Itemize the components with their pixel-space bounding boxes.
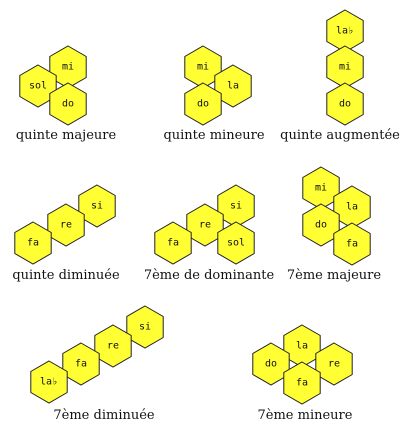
note-label: do bbox=[339, 99, 351, 110]
diagram-caption: 7ème mineure bbox=[258, 408, 353, 423]
note-label: re bbox=[60, 220, 72, 231]
hex-cell bbox=[78, 184, 116, 228]
diagram-quinte-augmentee: la♭ mi do quinte augmentée bbox=[280, 9, 400, 143]
diagram-caption: quinte majeure bbox=[16, 128, 117, 143]
hex-cell bbox=[19, 64, 57, 108]
note-label: si bbox=[91, 201, 103, 212]
diagram-7eme-majeure: mi la do fa 7ème majeure bbox=[287, 166, 382, 283]
note-label: re bbox=[199, 220, 211, 231]
note-label: fa bbox=[296, 378, 308, 389]
hex-cell bbox=[252, 342, 290, 386]
hex-cell bbox=[30, 360, 68, 404]
diagram-caption: 7ème de dominante bbox=[144, 268, 275, 283]
note-label: sol bbox=[227, 238, 245, 249]
diagram-7eme-de-dominante: si re fa sol 7ème de dominante bbox=[144, 184, 275, 283]
note-label: mi bbox=[315, 183, 327, 194]
diagram-caption: quinte mineure bbox=[163, 128, 264, 143]
note-label: sol bbox=[29, 81, 47, 92]
note-label: mi bbox=[197, 62, 209, 73]
hex-cell bbox=[184, 82, 222, 126]
hex-cell bbox=[154, 221, 192, 265]
note-label: la bbox=[346, 202, 358, 213]
diagram-caption: 7ème diminuée bbox=[53, 408, 155, 423]
note-label: la♭ bbox=[336, 26, 354, 37]
hex-cell bbox=[302, 203, 340, 247]
note-label: si bbox=[230, 201, 242, 212]
note-label: do bbox=[265, 359, 277, 370]
diagram-quinte-mineure: mi la do quinte mineure bbox=[163, 45, 265, 143]
diagram-caption: quinte diminuée bbox=[12, 268, 120, 283]
hex-cell bbox=[47, 203, 85, 247]
note-label: fa bbox=[27, 238, 39, 249]
hex-cell bbox=[14, 221, 52, 265]
diagram-caption: 7ème majeure bbox=[287, 268, 382, 283]
note-label: fa bbox=[346, 239, 358, 250]
diagram-7eme-diminuee: si re fa la♭ 7ème diminuée bbox=[30, 305, 164, 423]
note-label: mi bbox=[62, 62, 74, 73]
diagram-quinte-diminuee: si re fa quinte diminuée bbox=[12, 184, 120, 283]
diagram-quinte-majeure: mi sol do quinte majeure bbox=[16, 45, 117, 143]
note-label: re bbox=[107, 341, 119, 352]
note-label: re bbox=[328, 359, 340, 370]
note-label: la♭ bbox=[40, 377, 58, 388]
hex-cell bbox=[94, 324, 132, 368]
hex-cell bbox=[217, 221, 255, 265]
hex-cell bbox=[62, 342, 100, 386]
note-label: mi bbox=[339, 62, 351, 73]
hex-cell bbox=[49, 82, 87, 126]
note-label: do bbox=[197, 99, 209, 110]
note-label: do bbox=[62, 99, 74, 110]
note-label: la bbox=[296, 341, 308, 352]
diagram-7eme-mineure: la do re fa 7ème mineure bbox=[252, 324, 353, 423]
note-label: fa bbox=[75, 359, 87, 370]
hex-cell bbox=[186, 203, 224, 247]
hex-cell bbox=[283, 361, 321, 405]
note-label: si bbox=[139, 322, 151, 333]
diagram-caption: quinte augmentée bbox=[280, 128, 400, 143]
hex-cell bbox=[126, 305, 164, 349]
hex-cell bbox=[333, 222, 371, 266]
note-label: fa bbox=[167, 238, 179, 249]
note-label: la bbox=[227, 81, 239, 92]
hex-cell bbox=[315, 342, 353, 386]
hex-cell bbox=[214, 64, 252, 108]
note-label: do bbox=[315, 220, 327, 231]
hex-cell bbox=[326, 82, 364, 126]
